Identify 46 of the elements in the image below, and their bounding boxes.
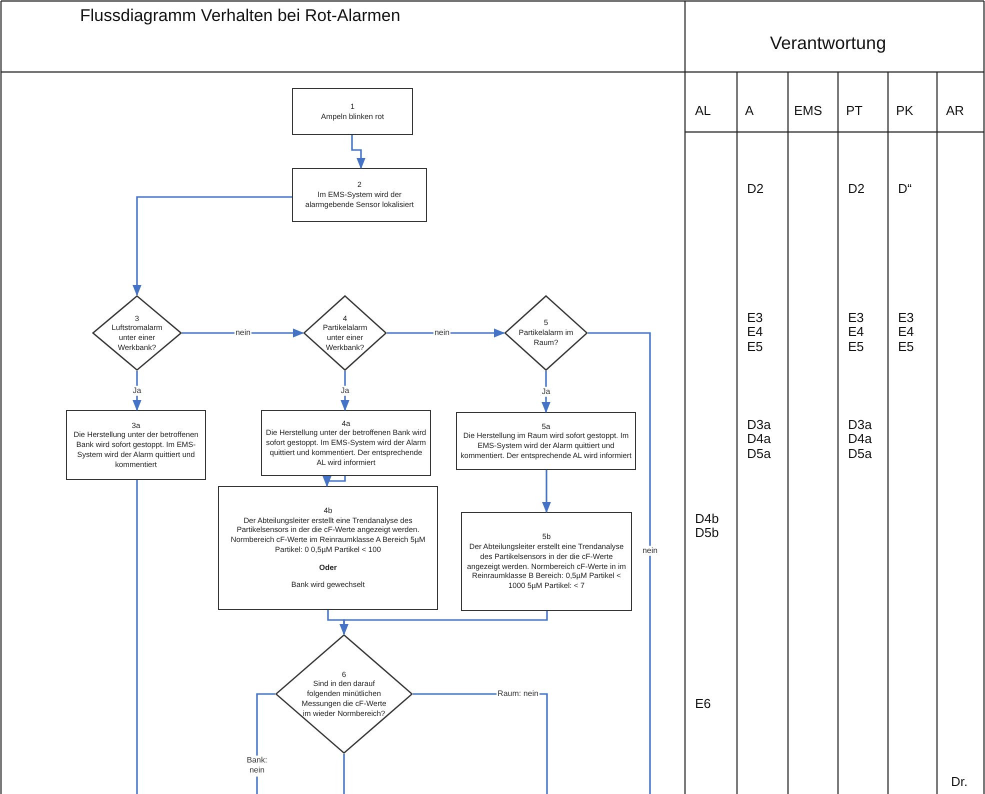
decision-diamond: [504, 295, 588, 371]
column-header: PK: [896, 104, 914, 118]
table-entry: D3a D4a D5a: [848, 418, 873, 461]
connector-arrow: [322, 476, 346, 488]
table-entry: E3 E4 E5: [747, 311, 764, 354]
connector-arrow: [542, 371, 550, 414]
column-header: AR: [946, 104, 964, 118]
edge-label: nein: [433, 328, 451, 338]
process-box: [218, 486, 438, 610]
connector-arrow: [542, 470, 551, 514]
connector-arrow: [340, 611, 548, 636]
edge-label: nein: [234, 328, 252, 338]
process-box: [66, 410, 206, 480]
column-group-header: Verantwortung: [770, 34, 886, 54]
table-entry: E6: [695, 697, 712, 712]
decision-diamond: [303, 295, 387, 371]
connector-arrow: [132, 196, 292, 296]
edge-label: Bank: nein: [245, 756, 269, 776]
process-box: [292, 168, 427, 222]
table-entry: D3a D4a D5a: [747, 418, 772, 461]
table-entry: Dr.: [951, 775, 968, 790]
connector-arrow: [351, 135, 366, 170]
process-box: [292, 88, 413, 135]
decision-diamond: [275, 634, 413, 754]
connector-arrow: [182, 328, 304, 338]
column-header: AL: [695, 104, 711, 118]
edge-label: Ja: [340, 386, 350, 396]
column-header: A: [745, 104, 754, 118]
table-entry: D2: [747, 182, 765, 196]
table-entry: D2: [848, 182, 866, 196]
connector-arrow: [387, 328, 506, 338]
column-header: EMS: [794, 104, 822, 118]
diagram-title: Flussdiagramm Verhalten bei Rot-Alarmen: [80, 6, 400, 26]
process-box: [461, 512, 632, 611]
process-box: [456, 412, 636, 470]
edge-label: Ja: [540, 386, 552, 398]
edge-label: Raum: nein: [496, 688, 540, 700]
column-header: PT: [846, 104, 863, 118]
process-box: [261, 410, 431, 476]
table-entry: D“: [898, 182, 913, 196]
edge-label: nein: [641, 546, 659, 556]
table-entry: E3 E4 E5: [848, 311, 865, 354]
table-entry: D4b D5b: [695, 512, 720, 541]
table-entry: E3 E4 E5: [898, 311, 915, 354]
decision-diamond: [92, 295, 182, 371]
edge-label: Ja: [132, 386, 142, 396]
